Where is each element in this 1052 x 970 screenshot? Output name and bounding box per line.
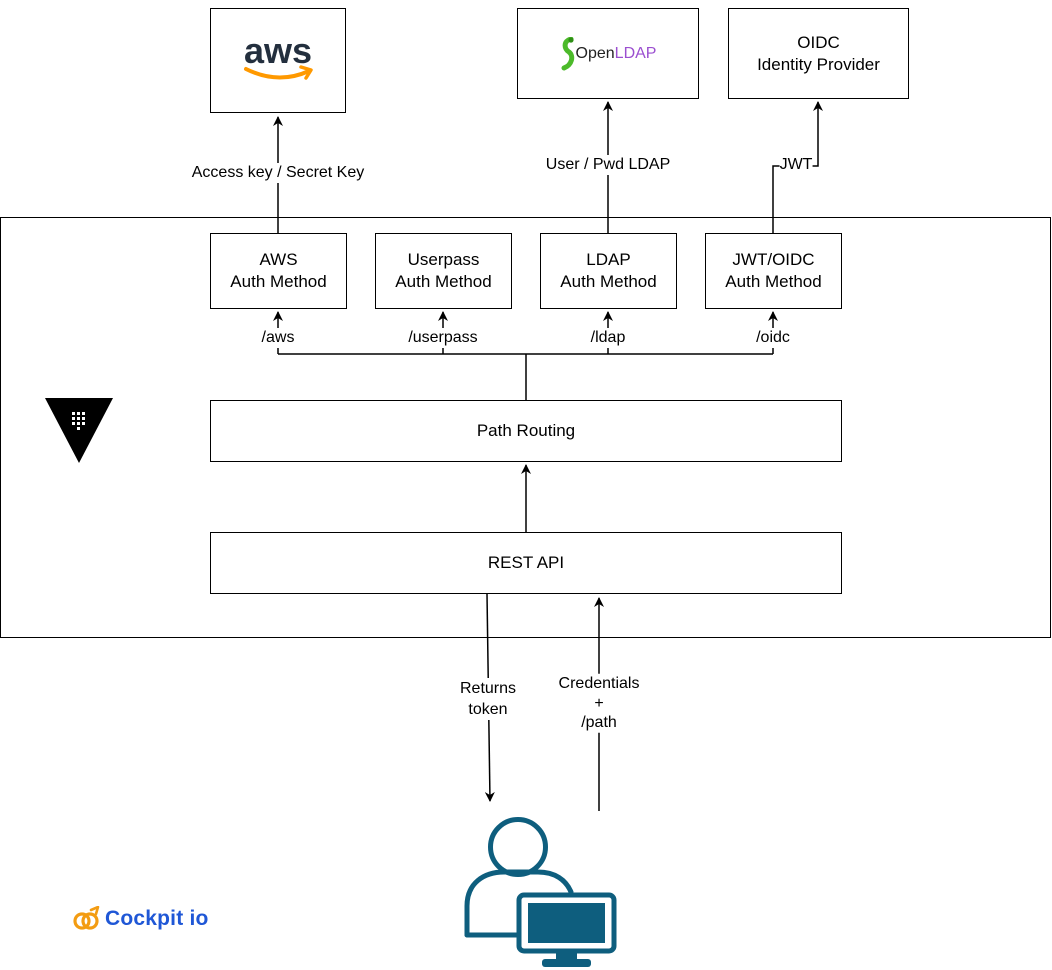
- auth-method-title: AWS: [259, 250, 298, 269]
- path-routing-box: Path Routing: [210, 400, 842, 462]
- credentials-line3: /path: [581, 713, 617, 731]
- edge-label-ldap: User / Pwd LDAP: [545, 155, 671, 175]
- auth-method-subtitle: Auth Method: [560, 272, 657, 291]
- user-at-computer-icon: [464, 817, 617, 967]
- auth-method-userpass: Userpass Auth Method: [375, 233, 512, 309]
- cockpit-brand: Cockpit io: [72, 906, 209, 932]
- vault-container: [0, 217, 1051, 638]
- auth-method-oidc: JWT/OIDC Auth Method: [705, 233, 842, 309]
- credentials-line2: +: [594, 694, 604, 712]
- edge-label-credentials: Credentials + /path: [558, 673, 640, 733]
- auth-method-subtitle: Auth Method: [230, 272, 327, 291]
- auth-method-subtitle: Auth Method: [395, 272, 492, 291]
- rest-api-box: REST API: [210, 532, 842, 594]
- path-label-aws: /aws: [261, 328, 295, 348]
- vault-logo-icon: [45, 398, 113, 463]
- openldap-ldap-text: LDAP: [614, 44, 657, 62]
- openldap-open-text: Open: [575, 44, 615, 62]
- brand-name: Cockpit io: [105, 907, 209, 930]
- svg-text:aws: aws: [244, 33, 312, 71]
- edge-label-jwt: JWT: [779, 155, 813, 175]
- edge-label-aws: Access key / Secret Key: [191, 163, 365, 183]
- rest-api-label: REST API: [487, 553, 565, 572]
- auth-method-title: LDAP: [586, 250, 631, 269]
- credentials-line1: Credentials: [558, 674, 640, 692]
- path-routing-label: Path Routing: [476, 421, 576, 440]
- oidc-provider-line1: OIDC: [797, 32, 840, 52]
- auth-method-aws: AWS Auth Method: [210, 233, 347, 309]
- returns-line2: token: [468, 701, 508, 718]
- edge-label-returns-token: Returns token: [459, 678, 517, 720]
- oidc-provider-line2: Identity Provider: [757, 54, 880, 74]
- path-label-oidc: /oidc: [756, 328, 790, 348]
- auth-method-ldap: LDAP Auth Method: [540, 233, 677, 309]
- aws-logo-icon: aws: [244, 33, 313, 80]
- auth-method-subtitle: Auth Method: [725, 272, 822, 291]
- aws-provider-box: aws: [210, 8, 346, 113]
- openldap-worm-icon: [561, 36, 574, 70]
- returns-line1: Returns: [459, 680, 517, 697]
- auth-method-title: JWT/OIDC: [732, 250, 815, 269]
- path-label-ldap: /ldap: [590, 328, 626, 348]
- path-label-userpass: /userpass: [408, 328, 478, 348]
- cockpit-logo-icon: [73, 906, 100, 930]
- oidc-provider-box: OIDC Identity Provider: [728, 8, 909, 99]
- auth-method-title: Userpass: [407, 250, 480, 269]
